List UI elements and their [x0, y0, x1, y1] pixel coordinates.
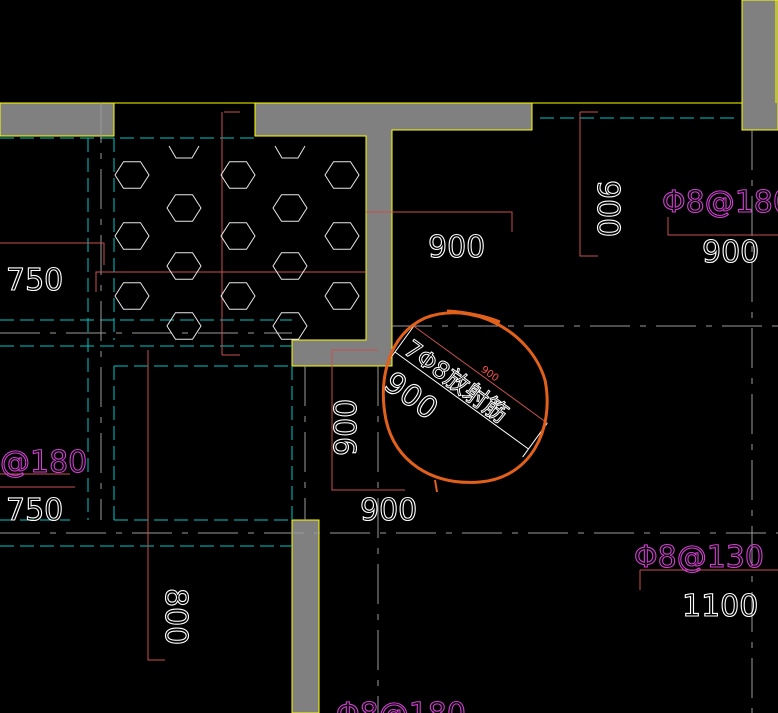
hatch-hexagon: [114, 282, 150, 310]
markup-circle: [382, 309, 549, 484]
labels: Φ8@180 @180 Φ8@130 Φ8@180 750 750 900 90…: [0, 179, 778, 713]
cyan-dashed-lines: [0, 117, 740, 547]
wall-top-left: [0, 102, 115, 137]
wall-bottom-vertical: [291, 519, 320, 713]
rebar-label-left: @180: [0, 445, 87, 480]
markup-tail: [434, 479, 438, 493]
dimension-right-mid: 1100: [682, 589, 758, 624]
hexagon-hatch: [114, 145, 360, 340]
hatch-hexagon: [168, 145, 200, 159]
hatch-hexagon: [166, 252, 202, 280]
hatch-hexagon: [272, 194, 308, 222]
hatch-hexagon: [220, 161, 256, 189]
hatch-hexagon: [272, 312, 308, 340]
rebar-lines: [0, 111, 778, 661]
wall-top-center: [254, 102, 533, 367]
dimension-opening-vertical: 900: [329, 399, 364, 456]
dimension-top-right: 900: [702, 235, 759, 270]
hatch-hexagon: [274, 145, 306, 159]
hatch-hexagon: [114, 222, 150, 250]
hatch-hexagon: [272, 252, 308, 280]
dimension-top-right-vertical: 900: [590, 180, 625, 237]
hatch-hexagon: [166, 194, 202, 222]
dimension-bottom-vertical: 800: [158, 588, 193, 645]
dimension-left-lower: 750: [6, 493, 63, 528]
dimension-left-upper: 750: [6, 263, 63, 298]
radial-rebar-callout: 7Φ8放射筋 900 900: [377, 309, 549, 493]
rebar-label-bottom: Φ8@180: [336, 697, 466, 713]
rebar-label-top-right: Φ8@180: [662, 185, 778, 220]
hatch-hexagon: [114, 161, 150, 189]
dimension-top-center: 900: [428, 230, 485, 265]
rebar-label-right-mid: Φ8@130: [634, 540, 764, 575]
hatch-hexagon: [324, 222, 360, 250]
hatch-hexagon: [220, 222, 256, 250]
hatch-hexagon: [324, 282, 360, 310]
hatch-hexagon: [324, 161, 360, 189]
axis-lines: [0, 103, 778, 713]
hatch-hexagon: [220, 282, 256, 310]
hatch-hexagon: [166, 312, 202, 340]
wall-top-right: [741, 0, 778, 131]
dimension-opening-bottom: 900: [360, 493, 417, 528]
